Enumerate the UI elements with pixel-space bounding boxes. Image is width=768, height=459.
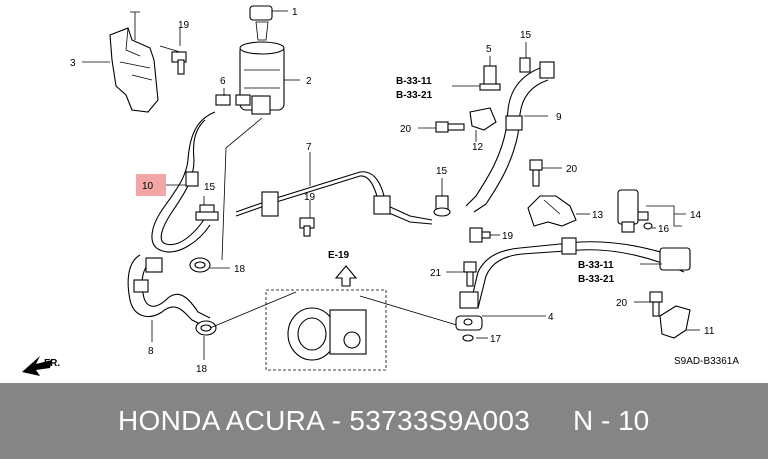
diagram-code: S9AD-B3361A bbox=[674, 356, 739, 367]
label-15-mid: 15 bbox=[436, 166, 448, 177]
page-number: N - 10 bbox=[573, 405, 650, 436]
label-3: 3 bbox=[70, 58, 76, 69]
label-19-mid: 19 bbox=[304, 192, 316, 203]
e19-arrow bbox=[334, 265, 358, 287]
front-arrow bbox=[22, 356, 52, 376]
bolt-part-19-mid bbox=[299, 217, 315, 237]
label-21: 21 bbox=[430, 268, 442, 279]
ref-e19: E-19 bbox=[328, 250, 350, 261]
label-8: 8 bbox=[148, 346, 154, 357]
ref-b3311-upper: B-33-11 bbox=[396, 76, 432, 87]
bolt-part-21 bbox=[463, 261, 477, 287]
label-20-mid: 20 bbox=[566, 164, 578, 175]
bracket-part-3 bbox=[109, 11, 159, 113]
ref-b3321-lower: B-33-21 bbox=[578, 274, 615, 285]
label-9: 9 bbox=[556, 112, 562, 123]
label-20-top: 20 bbox=[400, 124, 412, 135]
label-12: 12 bbox=[472, 142, 484, 153]
pipe-part-7 bbox=[235, 171, 433, 225]
label-16: 16 bbox=[658, 224, 670, 235]
clip-part-6 bbox=[215, 94, 251, 106]
label-19-top: 19 bbox=[178, 20, 190, 31]
bracket-part-12 bbox=[469, 107, 497, 131]
front-label: FR. bbox=[44, 358, 60, 369]
label-20-lower: 20 bbox=[616, 298, 628, 309]
label-13: 13 bbox=[592, 210, 604, 221]
highlight-box-10 bbox=[136, 174, 166, 196]
label-6: 6 bbox=[220, 76, 226, 87]
label-14: 14 bbox=[690, 210, 702, 221]
part-title: HONDA ACURA - 53733S9A003 bbox=[118, 405, 531, 436]
label-1: 1 bbox=[292, 7, 298, 18]
bolt-part-20-top bbox=[435, 121, 465, 133]
switch-part-5 bbox=[479, 65, 501, 91]
label-11: 11 bbox=[704, 326, 715, 337]
label-18-upper: 18 bbox=[234, 264, 246, 275]
label-17: 17 bbox=[490, 334, 502, 345]
label-5: 5 bbox=[486, 44, 492, 55]
reservoir-cap-part-1 bbox=[249, 5, 273, 41]
clip-part-15-top bbox=[519, 57, 531, 73]
clip-part-15-mid bbox=[433, 195, 451, 217]
clamp-part-18-upper bbox=[189, 257, 211, 273]
bolt-part-19-top bbox=[171, 51, 187, 75]
washer-part-17 bbox=[462, 318, 474, 342]
label-10: 10 bbox=[142, 181, 154, 192]
pump-inset bbox=[265, 289, 387, 371]
clamp-part-11 bbox=[659, 305, 691, 339]
parts-diagram: 1 2 3 4 5 6 7 8 9 10 11 12 13 14 15 15 1… bbox=[22, 5, 740, 376]
hose-part-9 bbox=[465, 61, 555, 213]
bolt-part-19-right bbox=[469, 227, 491, 243]
label-18-lower: 18 bbox=[196, 364, 208, 375]
clamp-part-18-lower bbox=[195, 320, 217, 336]
ref-b3321-upper: B-33-21 bbox=[396, 90, 433, 101]
bolt-part-20-mid bbox=[529, 159, 543, 187]
hose-part-10 bbox=[151, 111, 216, 253]
label-2: 2 bbox=[306, 76, 312, 87]
label-15-left: 15 bbox=[204, 182, 216, 193]
ring-part-16 bbox=[643, 222, 653, 230]
bracket-part-13 bbox=[527, 195, 577, 227]
hose-part-4 bbox=[455, 237, 691, 331]
reservoir-part-2 bbox=[239, 41, 285, 115]
ref-b3311-lower: B-33-11 bbox=[578, 260, 614, 271]
bolt-part-20-lower bbox=[649, 291, 663, 317]
label-15-top: 15 bbox=[520, 30, 532, 41]
label-7: 7 bbox=[306, 142, 312, 153]
label-4: 4 bbox=[548, 312, 554, 323]
label-19-right: 19 bbox=[502, 231, 514, 242]
hose-part-8 bbox=[127, 254, 211, 327]
clip-part-15-left bbox=[195, 204, 219, 221]
footer-bar: HONDA ACURA - 53733S9A003 N - 10 bbox=[0, 383, 768, 459]
sensor-part-14 bbox=[617, 189, 649, 233]
